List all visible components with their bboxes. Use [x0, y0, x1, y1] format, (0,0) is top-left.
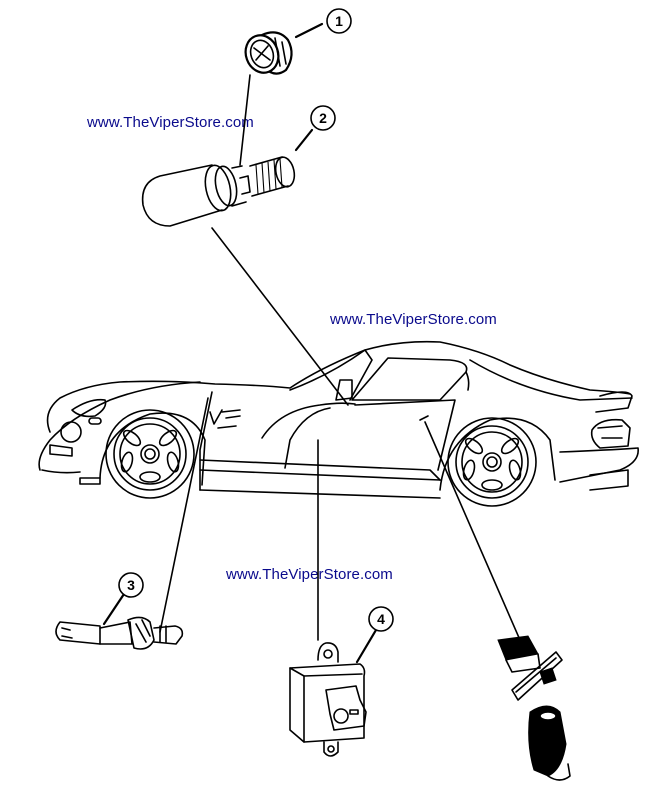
part-window-switch	[289, 628, 378, 757]
callout-2: 2	[310, 105, 336, 131]
callout-number: 3	[127, 577, 135, 593]
part-lock-cylinder	[141, 74, 314, 227]
car-illustration	[38, 340, 639, 507]
watermark-text: www.TheViperStore.com	[330, 311, 497, 328]
callout-1: 1	[326, 8, 352, 34]
part-bezel-ring	[244, 22, 324, 75]
viper-badge	[209, 409, 241, 429]
leader-line	[159, 397, 209, 633]
callout-3: 3	[118, 572, 144, 598]
leader-line	[211, 227, 349, 406]
part-fuel-door-actuator	[55, 592, 184, 650]
part-mirror-switch-assembly	[497, 635, 571, 781]
callout-4: 4	[368, 606, 394, 632]
callout-number: 1	[335, 13, 343, 29]
leader-line	[424, 421, 521, 641]
callout-number: 4	[377, 611, 385, 627]
watermark-text: www.TheViperStore.com	[226, 566, 393, 583]
watermark-text: www.TheViperStore.com	[87, 114, 254, 131]
callout-number: 2	[319, 110, 327, 126]
